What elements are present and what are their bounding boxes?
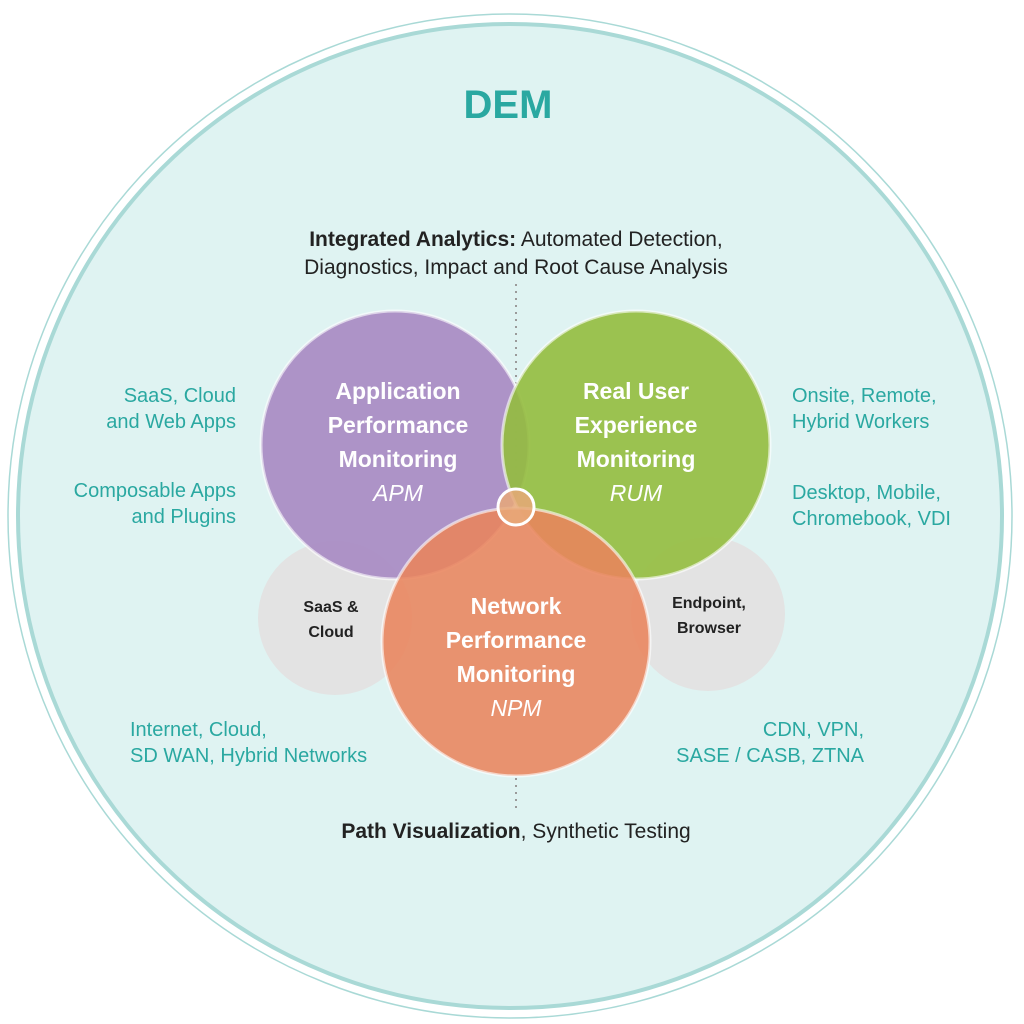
- npm-abbr: NPM: [490, 695, 542, 721]
- npm-note-left-line-1: Internet, Cloud,: [130, 719, 267, 741]
- apm-abbr: APM: [371, 480, 424, 506]
- analytics-bold: Integrated Analytics:: [309, 228, 516, 251]
- dem-outer-ring: [7, 13, 1013, 1019]
- apm-note-2-line-1: Composable Apps: [74, 480, 236, 502]
- apm-note-1-line-2: and Web Apps: [106, 411, 236, 433]
- bottom-caption: Path Visualization, Synthetic Testing: [341, 820, 690, 843]
- endpoint-label-1: Endpoint,: [672, 595, 746, 612]
- rum-abbr: RUM: [610, 480, 663, 506]
- saas-cloud-label-2: Cloud: [308, 624, 353, 641]
- rum-note-1-line-2: Hybrid Workers: [792, 411, 929, 433]
- endpoint-label-2: Browser: [677, 620, 741, 637]
- analytics-line2: Diagnostics, Impact and Root Cause Analy…: [304, 256, 728, 279]
- npm-title-line-1: Network: [471, 593, 562, 619]
- saas-cloud-label-1: SaaS &: [303, 599, 359, 616]
- apm-title-line-2: Performance: [328, 412, 469, 438]
- npm-title-line-2: Performance: [446, 627, 587, 653]
- npm-note-right-line-1: CDN, VPN,: [763, 719, 864, 741]
- rum-circle: [500, 309, 772, 581]
- rum-title-line-2: Experience: [575, 412, 698, 438]
- npm-note-right-line-2: SASE / CASB, ZTNA: [676, 745, 864, 767]
- rum-title-line-1: Real User: [583, 378, 689, 404]
- bottom-rest: , Synthetic Testing: [521, 820, 691, 843]
- center-intersection: [496, 487, 536, 527]
- rum-title-line-3: Monitoring: [577, 446, 696, 472]
- apm-title-line-1: Application: [335, 378, 460, 404]
- bottom-bold: Path Visualization: [341, 820, 520, 843]
- apm-note-1-line-1: SaaS, Cloud: [124, 385, 236, 407]
- npm-title-line-3: Monitoring: [457, 661, 576, 687]
- analytics-text: Integrated Analytics: Automated Detectio…: [309, 228, 723, 251]
- dem-title: DEM: [464, 83, 553, 127]
- apm-note-2-line-2: and Plugins: [131, 506, 236, 528]
- rum-note-2-line-2: Chromebook, VDI: [792, 508, 951, 530]
- saas-cloud-circle: [258, 541, 412, 695]
- rum-note-2-line-1: Desktop, Mobile,: [792, 482, 941, 504]
- rum-note-1-line-1: Onsite, Remote,: [792, 385, 937, 407]
- npm-note-left-line-2: SD WAN, Hybrid Networks: [130, 745, 367, 767]
- apm-title-line-3: Monitoring: [339, 446, 458, 472]
- analytics-rest: Automated Detection,: [516, 228, 723, 251]
